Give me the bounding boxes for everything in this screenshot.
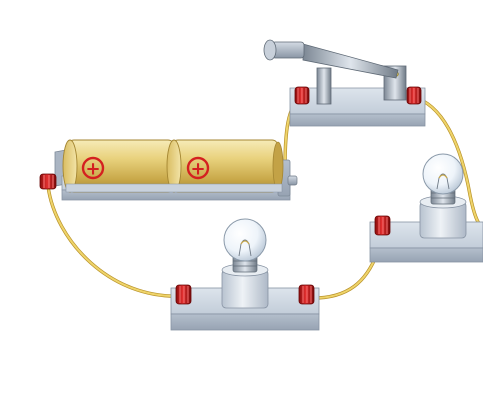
battery-holder-right-terminal (287, 175, 298, 186)
switch-handle[interactable] (263, 39, 305, 61)
switch-left-terminal (294, 86, 310, 105)
lamp-right (369, 153, 483, 263)
battery-cell-1-symbol: + (85, 159, 100, 180)
switch-right-terminal (406, 86, 422, 105)
battery-holder-left-terminal (39, 173, 57, 190)
battery-cell-2: + (166, 139, 284, 193)
battery-cell-1: + (62, 139, 175, 193)
lamp-bottom (170, 218, 320, 331)
switch-clip-post (316, 67, 332, 105)
lamp-right-left-terminal (374, 215, 391, 236)
lamp-bottom-right-terminal (298, 284, 315, 305)
battery-cell-2-plus-icon (186, 156, 210, 180)
lamp-bottom-left-terminal (175, 284, 192, 305)
battery-holder: + + (39, 139, 298, 201)
battery-cell-1-plus-icon (81, 156, 105, 180)
knife-switch (263, 39, 426, 127)
battery-cell-2-symbol: + (190, 159, 205, 180)
wire-switch-to-right-bulb (411, 95, 483, 230)
wire-battery-to-bottom-bulb (46, 184, 185, 298)
